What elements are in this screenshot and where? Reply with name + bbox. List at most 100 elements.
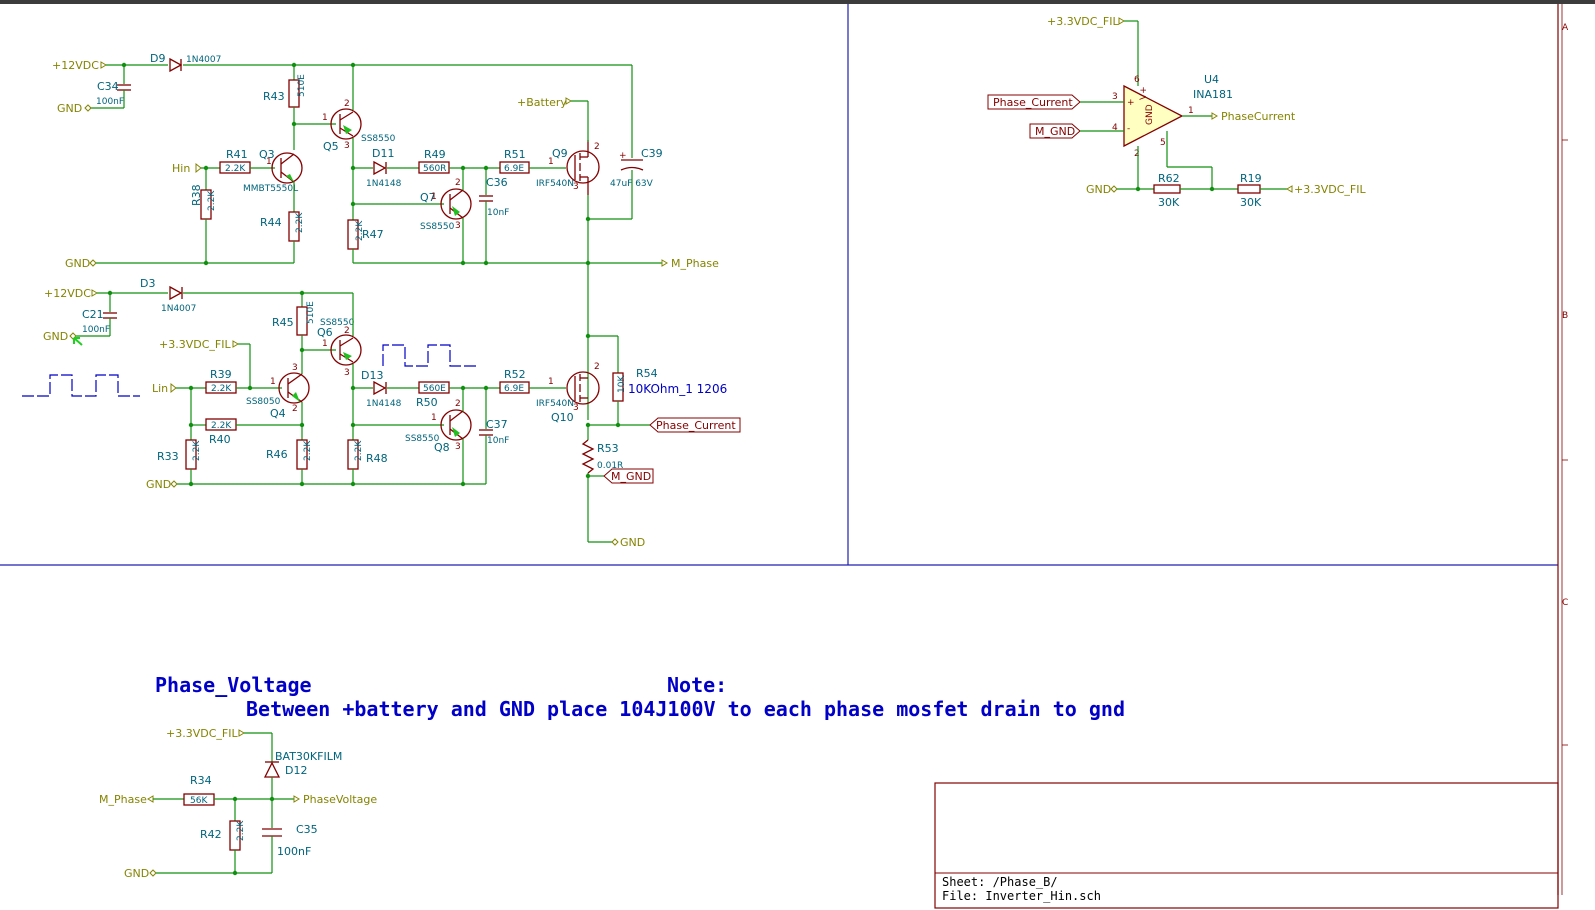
power-label-gnd-3: GND bbox=[43, 330, 68, 343]
svg-text:2: 2 bbox=[594, 142, 600, 152]
note-body: Between +battery and GND place 104J100V … bbox=[246, 697, 1125, 721]
val-r38: 2.2K bbox=[207, 190, 217, 211]
ref-q6: Q6 bbox=[317, 326, 333, 339]
ref-q9: Q9 bbox=[552, 147, 568, 160]
net-label-phasecurrent-out: PhaseCurrent bbox=[1221, 110, 1296, 123]
svg-text:1: 1 bbox=[431, 192, 437, 202]
global-label-phase-current-in: Phase_Current bbox=[993, 96, 1073, 109]
power-label-12v-top: +12VDC bbox=[52, 59, 99, 72]
svg-text:2: 2 bbox=[1134, 149, 1140, 159]
svg-text:3: 3 bbox=[292, 363, 298, 373]
resistor-r19-icon bbox=[1237, 184, 1261, 194]
opamp-u4-icon bbox=[1123, 84, 1184, 148]
svg-text:3: 3 bbox=[344, 141, 350, 151]
svg-text:4: 4 bbox=[1112, 123, 1118, 133]
svg-text:3: 3 bbox=[344, 368, 350, 378]
val-r62: 30K bbox=[1158, 196, 1180, 209]
ref-r48: R48 bbox=[366, 452, 388, 465]
title-block: Sheet: /Phase_B/ File: Inverter_Hin.sch bbox=[934, 782, 1559, 909]
svg-text:GND: GND bbox=[1145, 104, 1155, 125]
notes: Phase_Voltage Note: Between +battery and… bbox=[155, 673, 1125, 721]
ref-r42: R42 bbox=[200, 828, 222, 841]
ref-r54: R54 bbox=[636, 367, 658, 380]
ref-r45: R45 bbox=[272, 316, 294, 329]
val-q9: IRF540N bbox=[536, 179, 574, 189]
lin-waveform bbox=[22, 374, 140, 397]
val-r34: 56K bbox=[190, 796, 208, 806]
current-sense-amplifier: +3.3VDC_FIL 6 2 3 4 1 5 + - GND V+ U4 IN… bbox=[987, 15, 1366, 209]
val-r50: 560E bbox=[423, 384, 446, 394]
global-label-m-gnd: M_GND bbox=[611, 470, 651, 483]
diode-d11-icon bbox=[373, 160, 387, 176]
net-label-hin: Hin bbox=[172, 162, 190, 175]
ref-r49: R49 bbox=[424, 148, 446, 161]
ref-d13: D13 bbox=[361, 369, 383, 382]
svg-text:2: 2 bbox=[344, 326, 350, 336]
diode-d9-icon bbox=[169, 57, 183, 73]
border-letter-b: B bbox=[1562, 311, 1568, 321]
transistor-q3-icon bbox=[271, 152, 303, 184]
power-label-gnd-5: GND bbox=[620, 536, 645, 549]
ref-d3: D3 bbox=[140, 277, 155, 290]
power-label-gnd-pv: GND bbox=[124, 867, 149, 880]
ref-q7: Q7 bbox=[420, 191, 436, 204]
power-label-12v-bottom: +12VDC bbox=[44, 287, 91, 300]
power-label-gnd-4: GND bbox=[146, 478, 171, 491]
mosfet-q9-icon bbox=[566, 150, 600, 184]
val-d9: 1N4007 bbox=[186, 55, 221, 65]
val-r51: 6.9E bbox=[504, 164, 524, 174]
svg-text:2: 2 bbox=[344, 99, 350, 109]
ref-c34: C34 bbox=[97, 80, 119, 93]
svg-text:3: 3 bbox=[1112, 92, 1118, 102]
val-r43: 510E bbox=[297, 74, 307, 97]
ref-r38: R38 bbox=[190, 184, 203, 206]
ref-r53: R53 bbox=[597, 442, 619, 455]
power-label-gnd-1: GND bbox=[57, 102, 82, 115]
ref-r51: R51 bbox=[504, 148, 526, 161]
svg-text:3: 3 bbox=[573, 182, 579, 192]
val-r54: 10KOhm_1 1206 bbox=[628, 382, 727, 396]
ref-q4: Q4 bbox=[270, 407, 286, 420]
global-label-phase-current-in-box bbox=[987, 94, 1081, 110]
svg-text:1: 1 bbox=[322, 113, 328, 123]
ref-r40: R40 bbox=[209, 433, 231, 446]
svg-text:3: 3 bbox=[455, 442, 461, 452]
svg-text:1: 1 bbox=[548, 157, 554, 167]
ref-d12: D12 bbox=[285, 764, 307, 777]
transistor-q4-icon bbox=[278, 372, 310, 404]
svg-text:+: + bbox=[619, 151, 627, 161]
ref-r19: R19 bbox=[1240, 172, 1262, 185]
power-label-3v3-r19: +3.3VDC_FIL bbox=[1294, 183, 1366, 196]
ref-r33: R33 bbox=[157, 450, 179, 463]
val-r33: 2.2K bbox=[192, 440, 202, 461]
border-letter-a: A bbox=[1562, 23, 1569, 33]
val-r52: 6.9E bbox=[504, 384, 524, 394]
title-block-file: File: Inverter_Hin.sch bbox=[942, 889, 1101, 903]
power-label-gnd-2: GND bbox=[65, 257, 90, 270]
ref-r34: R34 bbox=[190, 774, 212, 787]
val-r44: 2.2K bbox=[295, 212, 305, 233]
ref-c37: C37 bbox=[486, 418, 508, 431]
val-r54-body: 10K bbox=[617, 375, 627, 393]
svg-text:1: 1 bbox=[548, 377, 554, 387]
val-r49: 560R bbox=[423, 164, 446, 174]
transistor-q5-icon bbox=[330, 108, 362, 140]
val-r40: 2.2K bbox=[211, 421, 232, 431]
val-q4: SS8050 bbox=[246, 397, 281, 407]
power-label-battery: +Battery bbox=[517, 96, 567, 109]
svg-text:5: 5 bbox=[1160, 138, 1166, 148]
val-d13: 1N4148 bbox=[366, 399, 402, 409]
val-r19: 30K bbox=[1240, 196, 1262, 209]
global-label-m-gnd-in-box bbox=[1029, 123, 1081, 139]
val-q3: MMBT5550L bbox=[243, 184, 298, 194]
ref-c35: C35 bbox=[296, 823, 318, 836]
svg-text:2: 2 bbox=[292, 404, 298, 414]
svg-text:1: 1 bbox=[1188, 106, 1194, 116]
note-heading: Note: bbox=[667, 673, 727, 697]
ref-c36: C36 bbox=[486, 176, 508, 189]
val-q8: SS8550 bbox=[405, 434, 440, 444]
sheet-frames: A B C bbox=[0, 4, 1569, 895]
diode-d3-icon bbox=[169, 285, 183, 301]
svg-text:+: + bbox=[1127, 98, 1135, 108]
